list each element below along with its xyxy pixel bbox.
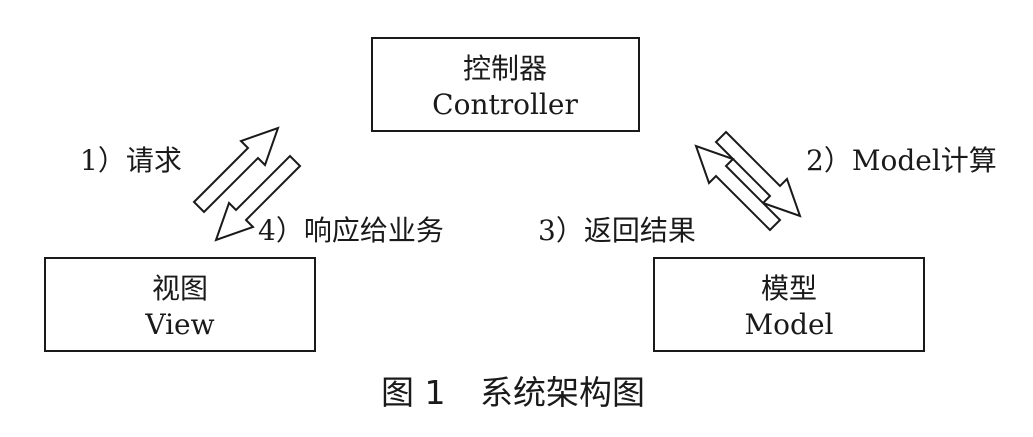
model-node: 模型 Model bbox=[653, 257, 925, 352]
controller-box bbox=[371, 37, 640, 132]
step2-label: 2）Model计算 bbox=[806, 144, 997, 177]
arrow-response bbox=[214, 154, 302, 242]
view-box bbox=[44, 257, 316, 352]
model-label-en: Model bbox=[745, 308, 834, 341]
view-node: 视图 View bbox=[44, 257, 316, 352]
arrow-return bbox=[694, 144, 782, 232]
arrow-compute bbox=[714, 130, 802, 218]
model-label-cn: 模型 bbox=[761, 272, 817, 305]
controller-label-cn: 控制器 bbox=[463, 52, 547, 85]
view-label-cn: 视图 bbox=[152, 272, 208, 305]
arrow-request bbox=[192, 126, 280, 214]
figure-number: 图 1 bbox=[381, 373, 446, 412]
controller-node: 控制器 Controller bbox=[371, 37, 640, 132]
figure-title: 系统架构图 bbox=[480, 373, 645, 412]
step4-label: 4）响应给业务 bbox=[258, 214, 444, 247]
view-label-en: View bbox=[144, 308, 214, 341]
model-box bbox=[653, 257, 925, 352]
controller-label-en: Controller bbox=[432, 88, 578, 121]
step3-label: 3）返回结果 bbox=[538, 214, 696, 247]
step1-label: 1）请求 bbox=[80, 144, 182, 177]
